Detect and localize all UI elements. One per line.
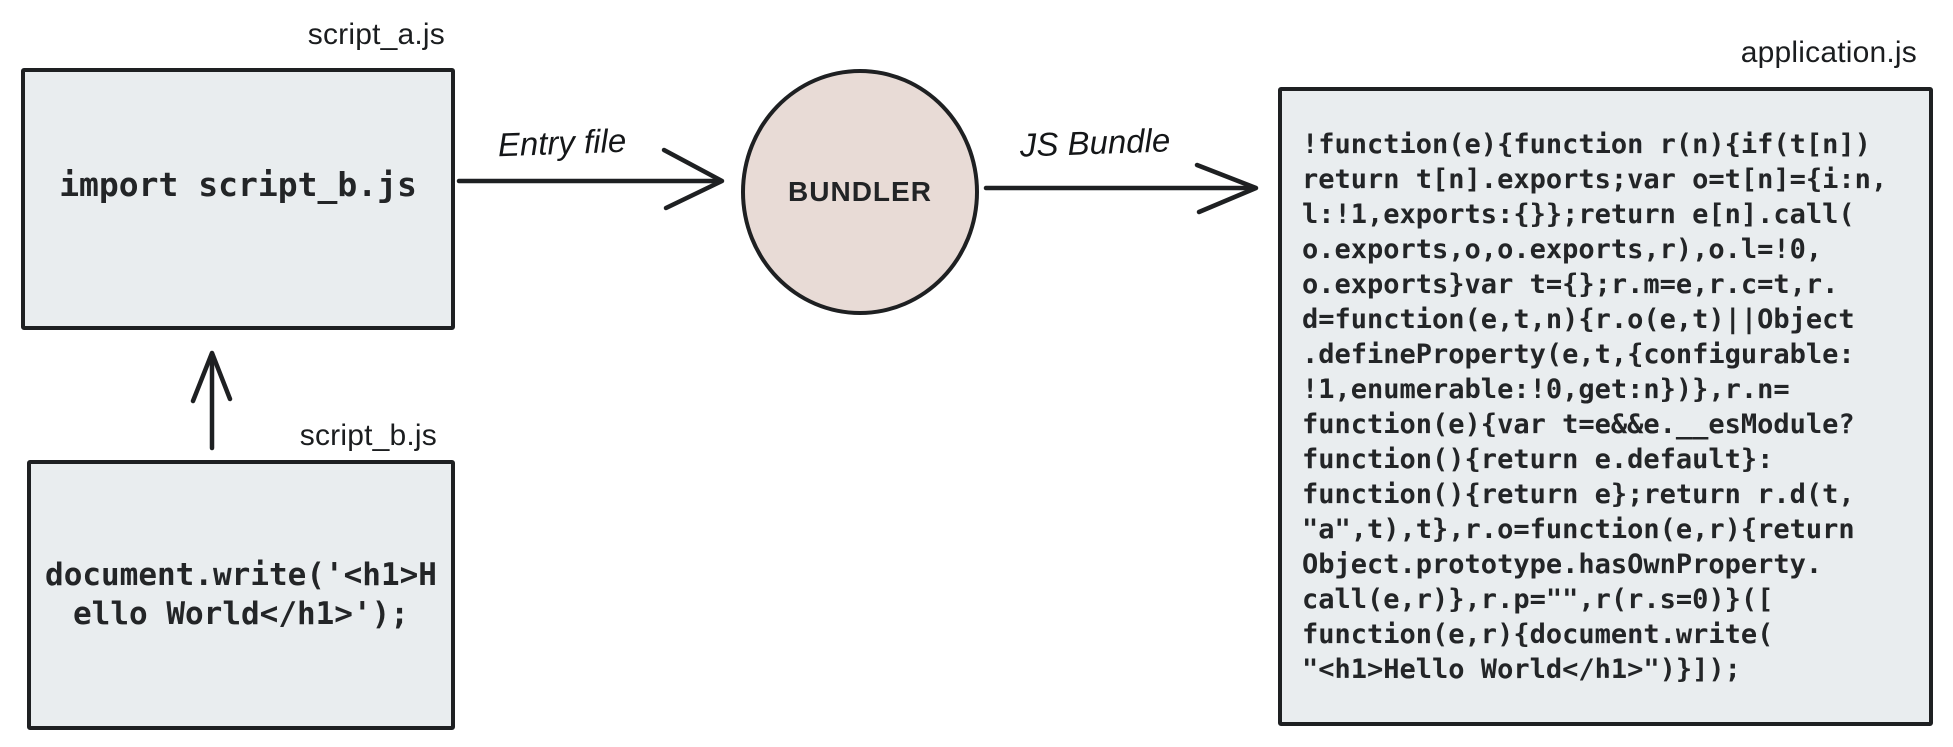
script-a-filename: script_a.js <box>307 18 445 51</box>
js-bundle-label: JS Bundle <box>1019 121 1171 164</box>
application-filename: application.js <box>1740 36 1917 69</box>
script-b-filename: script_b.js <box>299 419 437 452</box>
entry-file-label: Entry file <box>497 121 627 164</box>
bundler-label: BUNDLER <box>788 176 932 207</box>
js-bundle-arrow <box>983 162 1259 215</box>
script-a-box: import script_b.js <box>21 68 455 330</box>
script-a-code: import script_b.js <box>59 164 417 204</box>
application-box: !function(e){function r(n){if(t[n]) retu… <box>1278 87 1933 726</box>
script-b-code: document.write('<h1>H ello World</h1>'); <box>45 557 437 632</box>
bundler-node: BUNDLER <box>741 69 979 315</box>
script-b-box: document.write('<h1>H ello World</h1>'); <box>27 460 455 730</box>
